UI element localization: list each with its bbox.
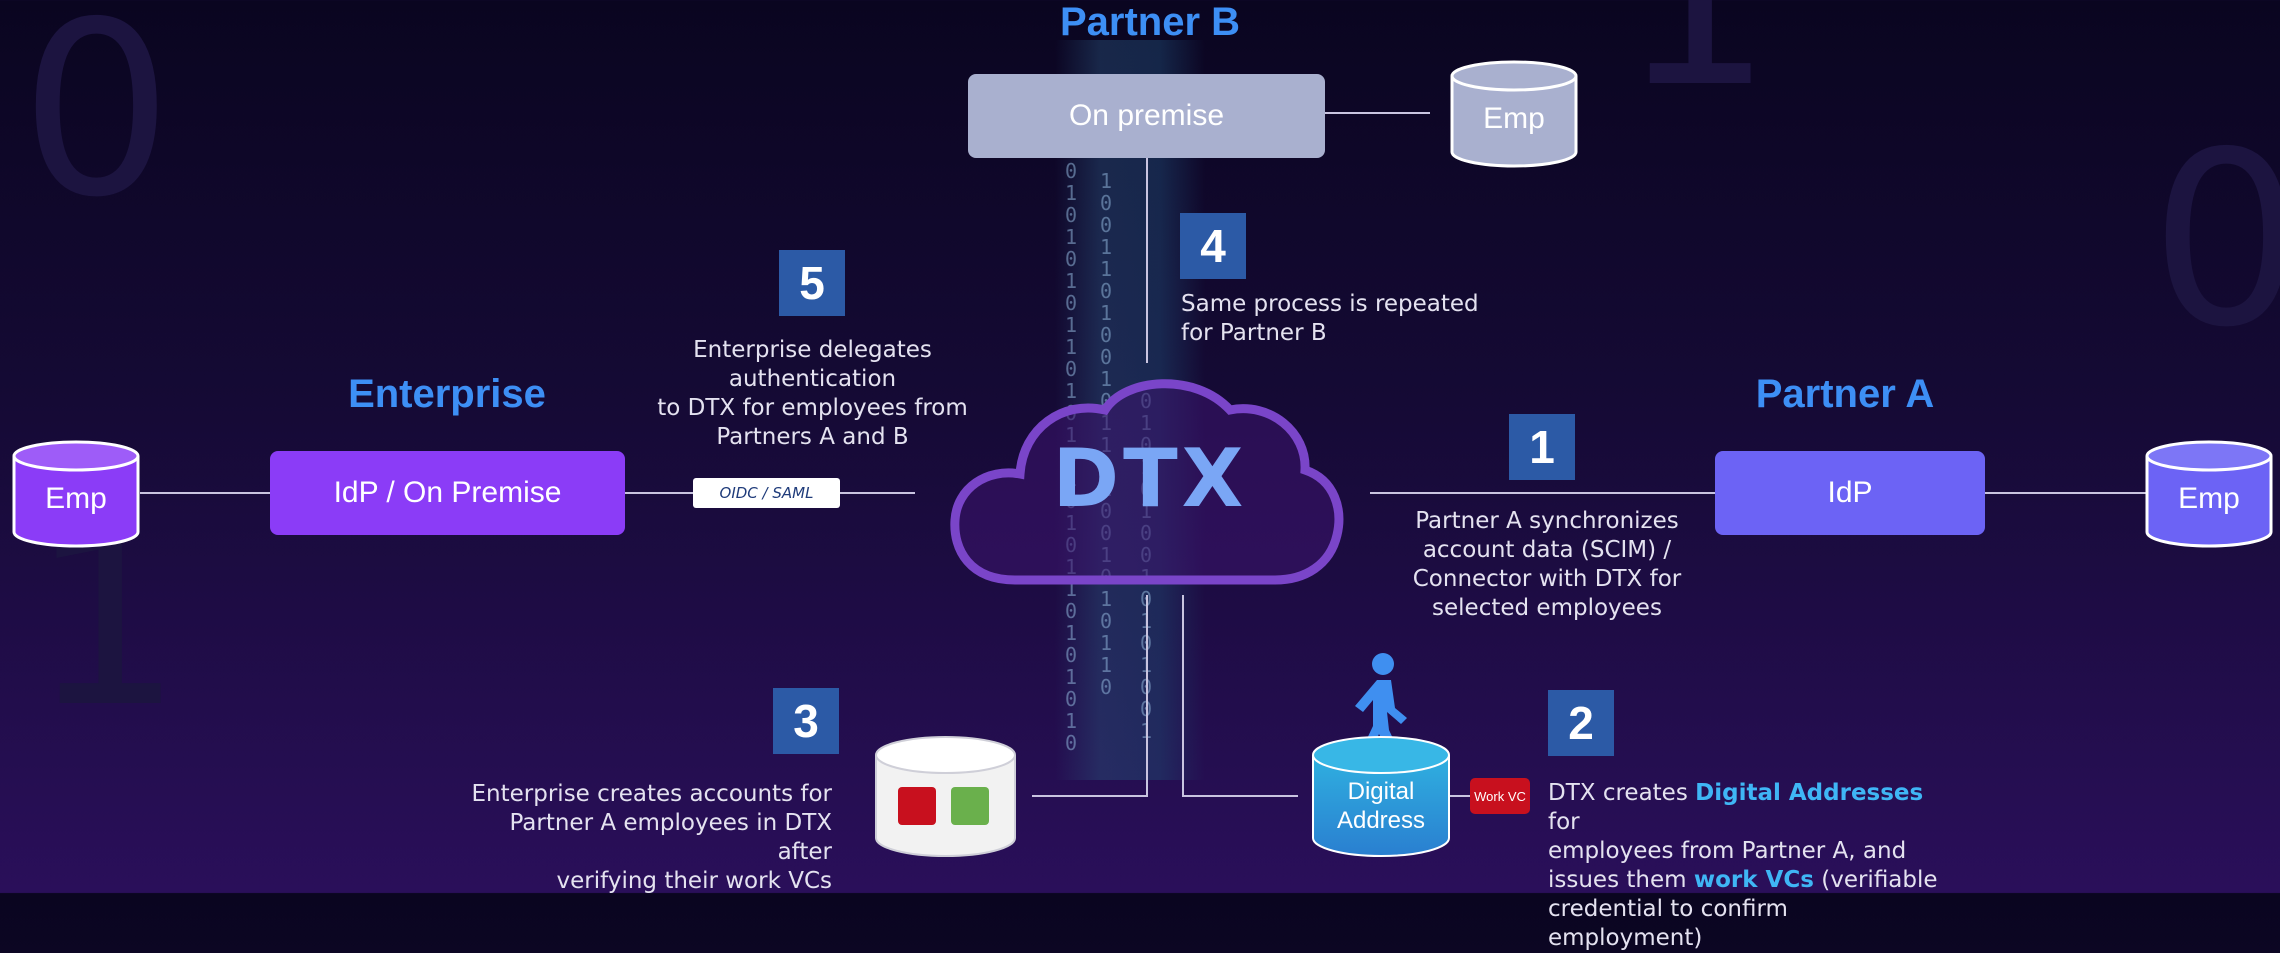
line-digital-badge [1450, 795, 1470, 797]
oidc-saml-tag: OIDC / SAML [693, 478, 840, 508]
step-4-badge: 4 [1180, 213, 1246, 279]
line-cloud-partner-a [1370, 492, 1715, 494]
dtx-cloud: DTX [945, 370, 1345, 590]
step-1-badge: 1 [1509, 414, 1575, 480]
bg-digit-zero: 0 [20, 0, 173, 250]
line-partner-a-emp [1985, 492, 2147, 494]
database-icon: Emp [12, 440, 140, 550]
work-vc-badge: Work VC [1470, 778, 1530, 814]
cloud-outline [950, 379, 1344, 585]
line-onprem-cloud [1146, 158, 1148, 363]
partner-a-title: Partner A [1755, 372, 1935, 416]
line-cloud-db3-v [1146, 595, 1148, 797]
partner-a-idp-box[interactable]: IdP [1715, 451, 1985, 535]
step-4-description: Same process is repeated for Partner B [1181, 291, 1479, 346]
enterprise-emp-label: Emp [45, 482, 107, 515]
line-emp-enterprise-idp [140, 492, 270, 494]
bg-digit-one-top: 1 [1620, 0, 1773, 140]
step-5-badge: 5 [779, 250, 845, 316]
step-3-description: Enterprise creates accounts for Partner … [471, 781, 832, 894]
line-cloud-digital-v [1182, 595, 1184, 797]
partner-b-on-premise-box[interactable]: On premise [968, 74, 1325, 158]
line-onprem-emp-b [1325, 112, 1430, 114]
partner-b-title: Partner B [1059, 0, 1241, 44]
database-icon: Emp [1450, 60, 1578, 170]
step-3-badge: 3 [773, 688, 839, 754]
step-2-badge: 2 [1548, 690, 1614, 756]
partner-b-emp-label: Emp [1483, 102, 1545, 135]
step-2-description: DTX creates Digital Addresses for employ… [1548, 780, 1938, 951]
enterprise-title: Enterprise [348, 372, 546, 416]
line-cloud-db3-h [1032, 795, 1148, 797]
step-1-description: Partner A synchronizes account data (SCI… [1412, 508, 1682, 621]
digital-address-database: Digital Address [1310, 735, 1452, 860]
database-icon: Emp [2145, 440, 2273, 550]
bg-digit-zero-right: 0 [2150, 100, 2280, 380]
enterprise-idp-box[interactable]: IdP / On Premise [270, 451, 625, 535]
partner-a-emp-label: Emp [2178, 482, 2240, 515]
line-cloud-digital-h [1182, 795, 1298, 797]
digital-address-label: Digital Address [1336, 778, 1426, 834]
accounts-database-icon [873, 735, 1018, 860]
step-5-description: Enterprise delegates authentication to D… [657, 337, 968, 450]
dtx-logo: DTX [1052, 432, 1248, 525]
